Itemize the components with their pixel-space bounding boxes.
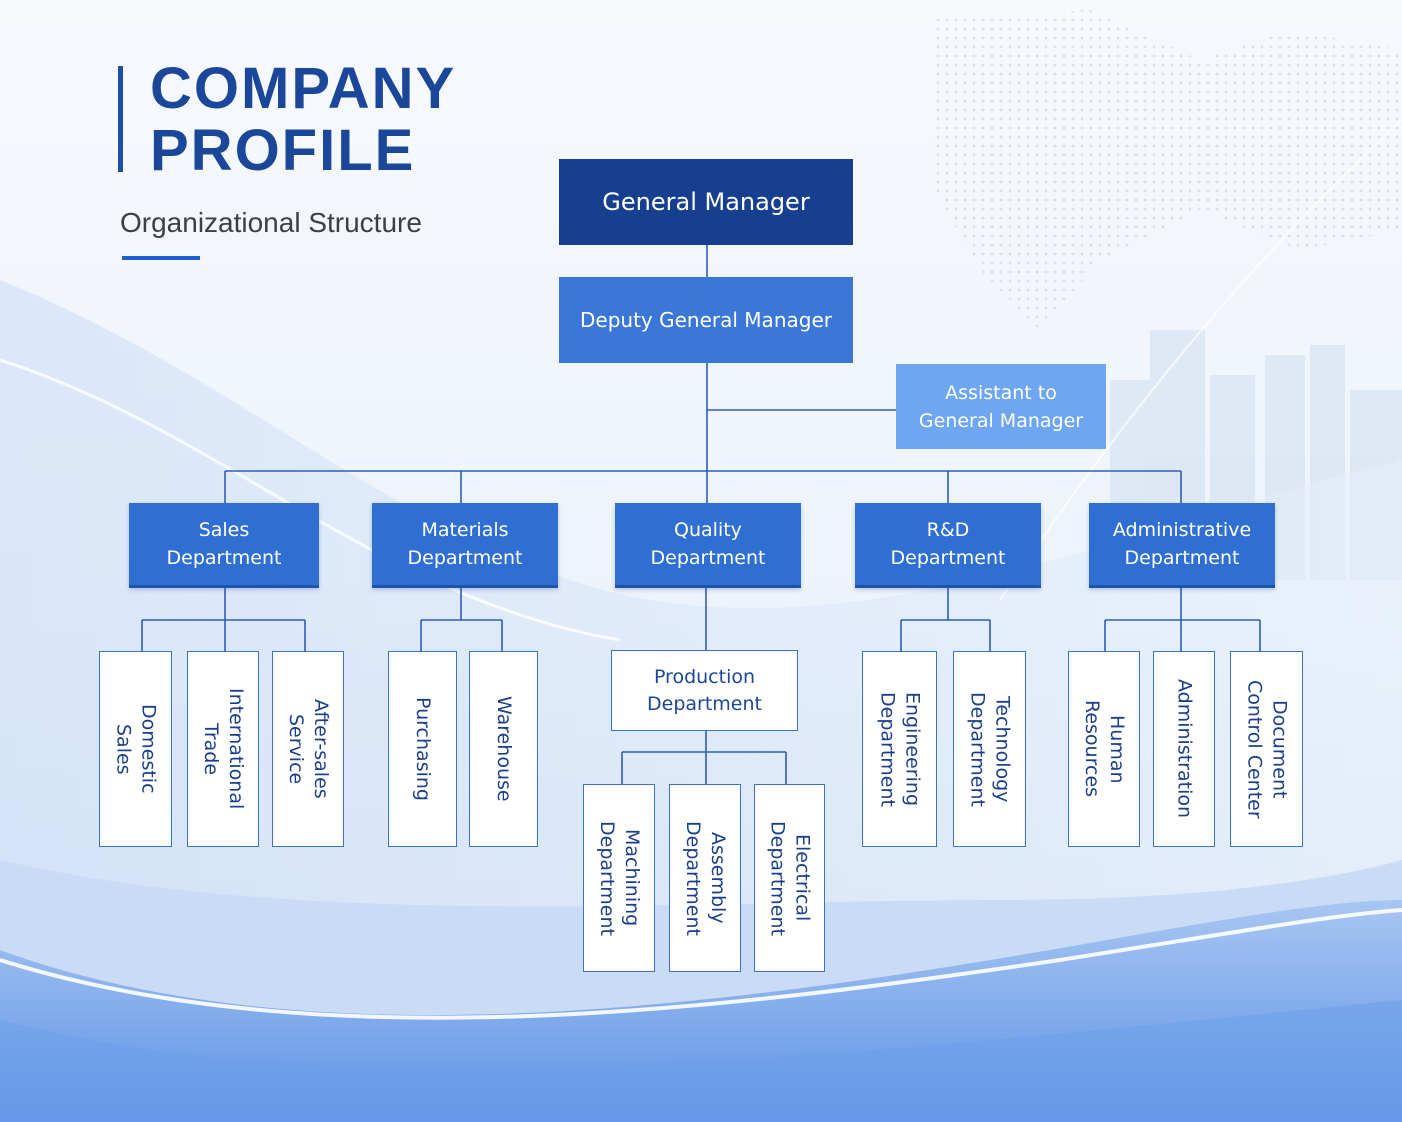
node-administration: Administration (1153, 651, 1215, 847)
node-label: After-sales Service (285, 699, 332, 799)
node-label: Document Control Center (1243, 679, 1291, 819)
node-machining-department: Machining Department (583, 784, 655, 972)
node-sales-department: Sales Department (129, 503, 319, 588)
node-quality-department: Quality Department (615, 503, 801, 588)
node-international-trade: International Trade (187, 651, 259, 847)
node-label: Administration (1173, 679, 1196, 819)
node-electrical-department: Electrical Department (754, 784, 825, 972)
node-label: Production Department (647, 665, 762, 715)
node-label: Quality Department (650, 519, 766, 569)
node-label: Warehouse (493, 696, 515, 802)
node-after-sales-service: After-sales Service (272, 651, 344, 847)
node-purchasing: Purchasing (388, 651, 457, 847)
title-accent-bar (118, 66, 123, 172)
node-administrative-department: Administrative Department (1089, 503, 1275, 588)
node-production-department: Production Department (611, 650, 798, 731)
node-label: Electrical Department (766, 820, 814, 936)
page-subtitle: Organizational Structure (120, 207, 422, 238)
node-human-resources: Human Resources (1068, 651, 1140, 847)
node-label: Assembly Department (682, 820, 729, 936)
node-label: R&D Department (890, 519, 1006, 569)
node-label: Assistant to General Manager (918, 381, 1084, 432)
title-line-2: PROFILE (150, 118, 416, 183)
node-warehouse: Warehouse (469, 651, 538, 847)
subtitle-underline (122, 256, 200, 260)
node-materials-department: Materials Department (372, 503, 558, 588)
node-label: General Manager (602, 188, 810, 216)
node-label: Deputy General Manager (580, 308, 832, 332)
node-engineering-department: Engineering Department (862, 651, 937, 847)
page-title: COMPANY PROFILE (150, 58, 456, 182)
node-label: Human Resources (1081, 700, 1128, 798)
node-assistant-to-general-manager: Assistant to General Manager (896, 364, 1106, 449)
node-technology-department: Technology Department (953, 651, 1026, 847)
node-general-manager: General Manager (559, 159, 853, 245)
node-label: Technology Department (966, 691, 1014, 807)
title-line-1: COMPANY (150, 56, 457, 121)
node-document-control-center: Document Control Center (1230, 651, 1303, 847)
node-label: Sales Department (166, 519, 282, 569)
node-label: Purchasing (412, 697, 434, 801)
node-label: Domestic Sales (112, 704, 160, 794)
node-label: Materials Department (407, 519, 523, 569)
node-label: Administrative Department (1112, 519, 1252, 569)
node-domestic-sales: Domestic Sales (99, 651, 172, 847)
node-deputy-general-manager: Deputy General Manager (559, 277, 853, 363)
node-assembly-department: Assembly Department (669, 784, 741, 972)
node-label: Engineering Department (876, 691, 924, 807)
node-rd-department: R&D Department (855, 503, 1041, 588)
node-label: Machining Department (596, 820, 643, 936)
node-label: International Trade (200, 688, 247, 810)
